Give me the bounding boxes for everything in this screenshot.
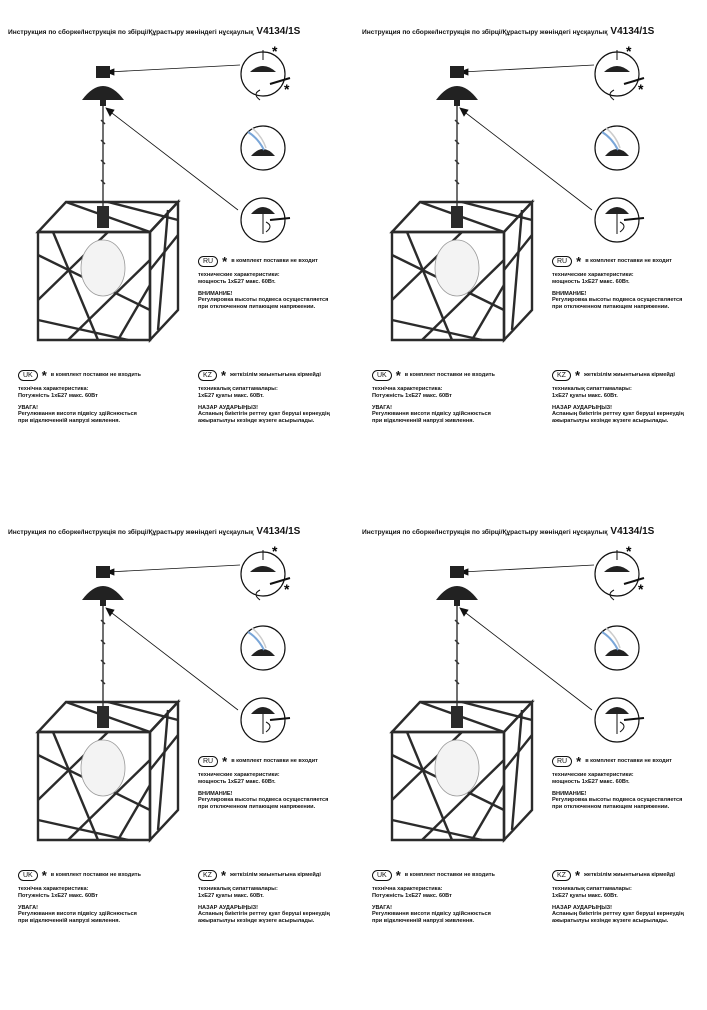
kz-badge: KZ (552, 870, 571, 881)
detail-wiring (240, 625, 286, 671)
uk-section: UK*в комплект поставки не входить техніч… (18, 368, 141, 425)
assembly-illustration: * * (35, 43, 291, 344)
ru-badge: RU (552, 756, 573, 767)
uk-badge: UK (18, 370, 38, 381)
asterisk-icon: * (284, 81, 290, 97)
ru-badge: RU (198, 756, 219, 767)
ru-section: RU*в комплект поставки не входит техниче… (198, 254, 329, 311)
model-number: V4134/1S (256, 526, 301, 537)
model-number: V4134/1S (610, 526, 655, 537)
kz-section: KZ*жеткізілім жиынтығына кірмейді техник… (198, 368, 330, 425)
detail-canopy-screw: * * (240, 543, 291, 601)
instruction-panel-1: Инструкция по сборке/Інструкція по збірц… (8, 20, 353, 510)
asterisk-icon: * (272, 43, 278, 59)
kz-section: KZ*жеткізілім жиынтығына кірмейді техник… (552, 868, 684, 925)
chain-icon (100, 106, 106, 206)
kz-section: KZ*жеткізілім жиынтығына кірмейді техник… (198, 868, 330, 925)
ru-section: RU*в комплект поставки не входит техниче… (552, 254, 683, 311)
asterisk-icon: * (626, 43, 632, 59)
canopy-icon (82, 566, 124, 606)
asterisk-icon: * (638, 81, 644, 97)
instruction-panel-4: Инструкция по сборке/Інструкція по збірц… (362, 520, 707, 1010)
kz-badge: KZ (198, 370, 217, 381)
detail-wiring (240, 125, 286, 171)
instruction-panel-2: Инструкция по сборке/Інструкція по збірц… (362, 20, 707, 510)
canopy-icon (436, 566, 478, 606)
detail-canopy-screw: * * (594, 43, 645, 101)
detail-height-adjust (240, 197, 291, 243)
asterisk-icon: * (41, 368, 47, 383)
asterisk-icon: * (222, 254, 228, 269)
detail-height-adjust (240, 697, 291, 743)
chain-icon (100, 606, 106, 706)
asterisk-icon: * (638, 581, 644, 597)
asterisk-icon: * (574, 868, 581, 883)
asterisk-icon: * (576, 754, 582, 769)
ru-badge: RU (552, 256, 573, 267)
ru-section: RU*в комплект поставки не входит техниче… (198, 754, 329, 811)
model-number: V4134/1S (256, 26, 301, 37)
uk-badge: UK (372, 870, 392, 881)
page-title: Инструкция по сборке/Інструкція по збірц… (362, 526, 655, 537)
assembly-illustration: * * (389, 43, 645, 344)
kz-badge: KZ (552, 370, 571, 381)
asterisk-icon: * (395, 868, 401, 883)
asterisk-icon: * (574, 368, 581, 383)
asterisk-icon: * (222, 754, 228, 769)
ru-section: RU*в комплект поставки не входит техниче… (552, 754, 683, 811)
page-title: Инструкция по сборке/Інструкція по збірц… (8, 526, 301, 537)
chain-icon (454, 606, 460, 706)
asterisk-icon: * (284, 581, 290, 597)
asterisk-icon: * (272, 543, 278, 559)
page-title: Инструкция по сборке/Інструкція по збірц… (8, 26, 301, 37)
detail-height-adjust (594, 697, 645, 743)
kz-section: KZ*жеткізілім жиынтығына кірмейді техник… (552, 368, 684, 425)
ru-badge: RU (198, 256, 219, 267)
asterisk-icon: * (626, 543, 632, 559)
detail-canopy-screw: * * (240, 43, 291, 101)
assembly-illustration: * * (389, 543, 645, 844)
uk-section: UK*в комплект поставки не входить техніч… (372, 368, 495, 425)
instruction-panel-3: Инструкция по сборке/Інструкція по збірц… (8, 520, 353, 1010)
uk-badge: UK (18, 870, 38, 881)
detail-height-adjust (594, 197, 645, 243)
asterisk-icon: * (41, 868, 47, 883)
canopy-icon (436, 66, 478, 106)
assembly-illustration: * * (35, 543, 291, 844)
model-number: V4134/1S (610, 26, 655, 37)
asterisk-icon: * (395, 368, 401, 383)
detail-wiring (594, 625, 640, 671)
page-title: Инструкция по сборке/Інструкція по збірц… (362, 26, 655, 37)
detail-canopy-screw: * * (594, 543, 645, 601)
chain-icon (454, 106, 460, 206)
uk-section: UK*в комплект поставки не входить техніч… (18, 868, 141, 925)
uk-badge: UK (372, 370, 392, 381)
asterisk-icon: * (220, 368, 227, 383)
detail-wiring (594, 125, 640, 171)
canopy-icon (82, 66, 124, 106)
asterisk-icon: * (576, 254, 582, 269)
uk-section: UK*в комплект поставки не входить техніч… (372, 868, 495, 925)
kz-badge: KZ (198, 870, 217, 881)
asterisk-icon: * (220, 868, 227, 883)
